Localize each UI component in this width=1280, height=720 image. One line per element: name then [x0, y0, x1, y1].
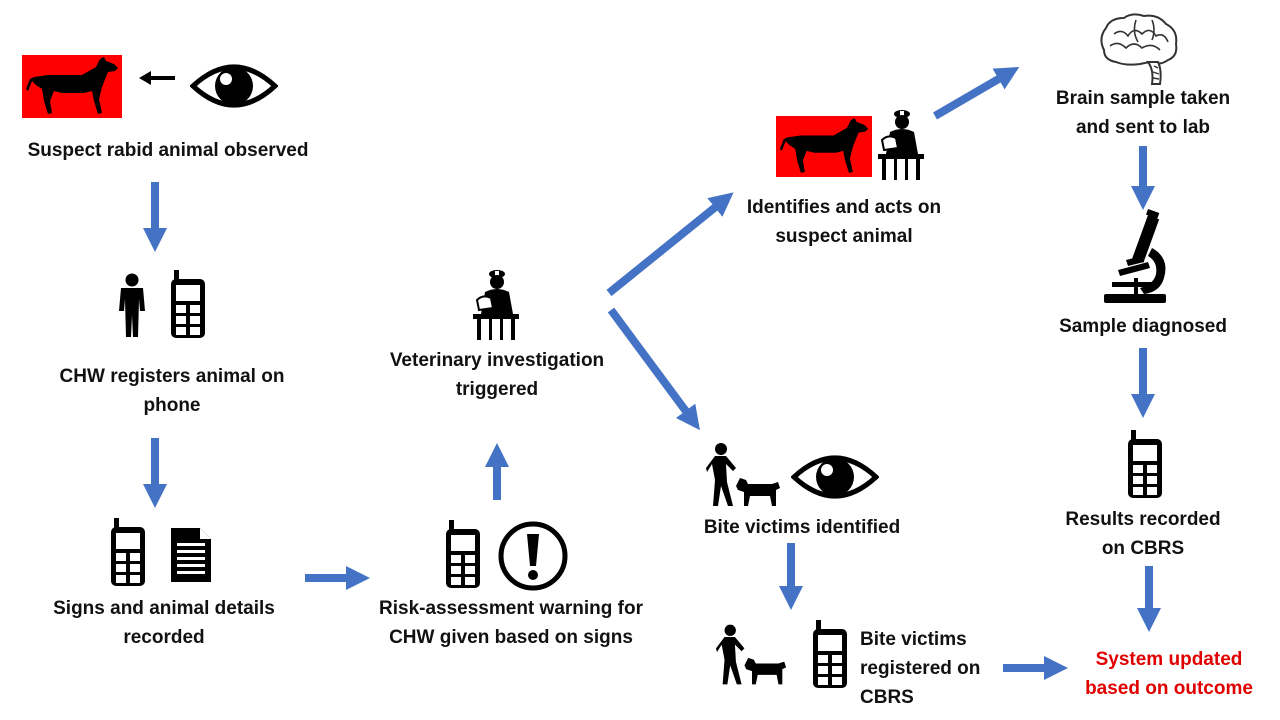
dog-bite-victim-icon	[716, 622, 788, 693]
node-signs-recorded: Signs and animal details recorded	[53, 598, 275, 648]
node-vet-triggered: Veterinary investigation triggered	[389, 350, 605, 400]
node-chw-registers: CHW registers animal on phone	[59, 366, 285, 416]
veterinarian-icon	[878, 108, 924, 185]
mobile-phone-icon	[168, 270, 208, 345]
dog-silhouette-icon	[776, 116, 872, 177]
dog-silhouette-icon	[22, 55, 122, 118]
node-system-updated: System updated based on outcome	[1085, 649, 1253, 699]
person-icon	[117, 273, 147, 343]
node-bite-identified: Bite victims identified	[703, 517, 901, 538]
arrow-vet-to-acts	[606, 192, 734, 297]
eye-icon	[790, 447, 880, 512]
node-results-recorded: Results recorded on CBRS	[1065, 509, 1221, 559]
mobile-phone-icon	[810, 620, 850, 695]
eye-icon	[189, 56, 279, 121]
node-sample-diagnosed: Sample diagnosed	[1059, 316, 1227, 337]
node-suspect-observed: Suspect rabid animal observed	[27, 140, 309, 161]
mobile-phone-icon	[1125, 430, 1165, 505]
document-icon	[170, 527, 212, 588]
exclamation-icon	[497, 520, 569, 597]
mobile-phone-icon	[108, 518, 148, 593]
dog-bite-victim-icon	[706, 442, 782, 513]
mobile-phone-icon	[443, 520, 483, 595]
microscope-icon	[1104, 208, 1172, 309]
node-risk-warning: Risk-assessment warning for CHW given ba…	[379, 598, 643, 648]
node-brain-sample: Brain sample taken and sent to lab	[1055, 88, 1231, 138]
arrow-vet-to-bite	[607, 307, 700, 431]
arrow-acts-to-brain	[932, 66, 1020, 120]
small-left-arrow-icon	[137, 70, 177, 91]
brain-icon	[1096, 12, 1180, 91]
node-bite-registered: Bite victims registered on CBRS	[860, 629, 981, 708]
veterinarian-icon	[473, 268, 519, 345]
node-acts-on-animal: Identifies and acts on suspect animal	[746, 197, 942, 247]
